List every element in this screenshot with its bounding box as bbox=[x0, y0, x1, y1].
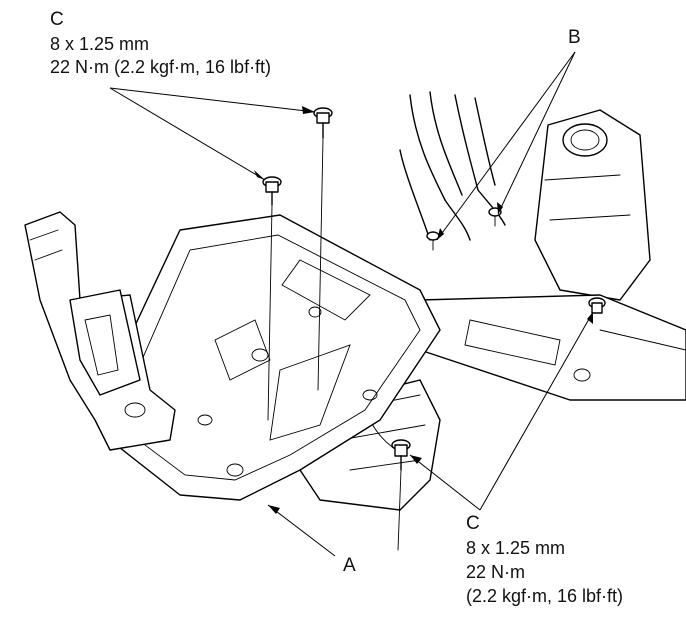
reservoir bbox=[534, 109, 651, 301]
battery-tray bbox=[99, 214, 441, 501]
callout-c-top-size: 8 x 1.25 mm bbox=[50, 34, 150, 54]
bolt-left-icon bbox=[262, 176, 282, 206]
callout-c-top-letter: C bbox=[50, 9, 64, 30]
callout-b-letter: B bbox=[568, 27, 581, 48]
callout-c-bottom-letter: C bbox=[466, 513, 480, 534]
bolt-top-icon bbox=[313, 107, 333, 139]
bolt-right-icon bbox=[588, 297, 606, 314]
leader-lines bbox=[109, 51, 594, 557]
rear-bracket bbox=[419, 294, 686, 401]
callout-c-bottom-torque-1: 22 N·m bbox=[466, 562, 526, 582]
callout-a-letter: A bbox=[343, 555, 356, 576]
clip-bolts-icon bbox=[426, 207, 502, 251]
side-bracket bbox=[24, 211, 176, 451]
callout-c-bottom-size: 8 x 1.25 mm bbox=[466, 538, 566, 558]
callout-c-bottom-torque-2: (2.2 kgf·m, 16 lbf·ft) bbox=[466, 586, 624, 606]
hoses bbox=[399, 91, 506, 241]
alignment-lines bbox=[267, 137, 402, 551]
bolt-bottom-icon bbox=[391, 439, 411, 471]
callout-c-top-torque: 22 N·m (2.2 kgf·m, 16 lbf·ft) bbox=[50, 57, 272, 77]
